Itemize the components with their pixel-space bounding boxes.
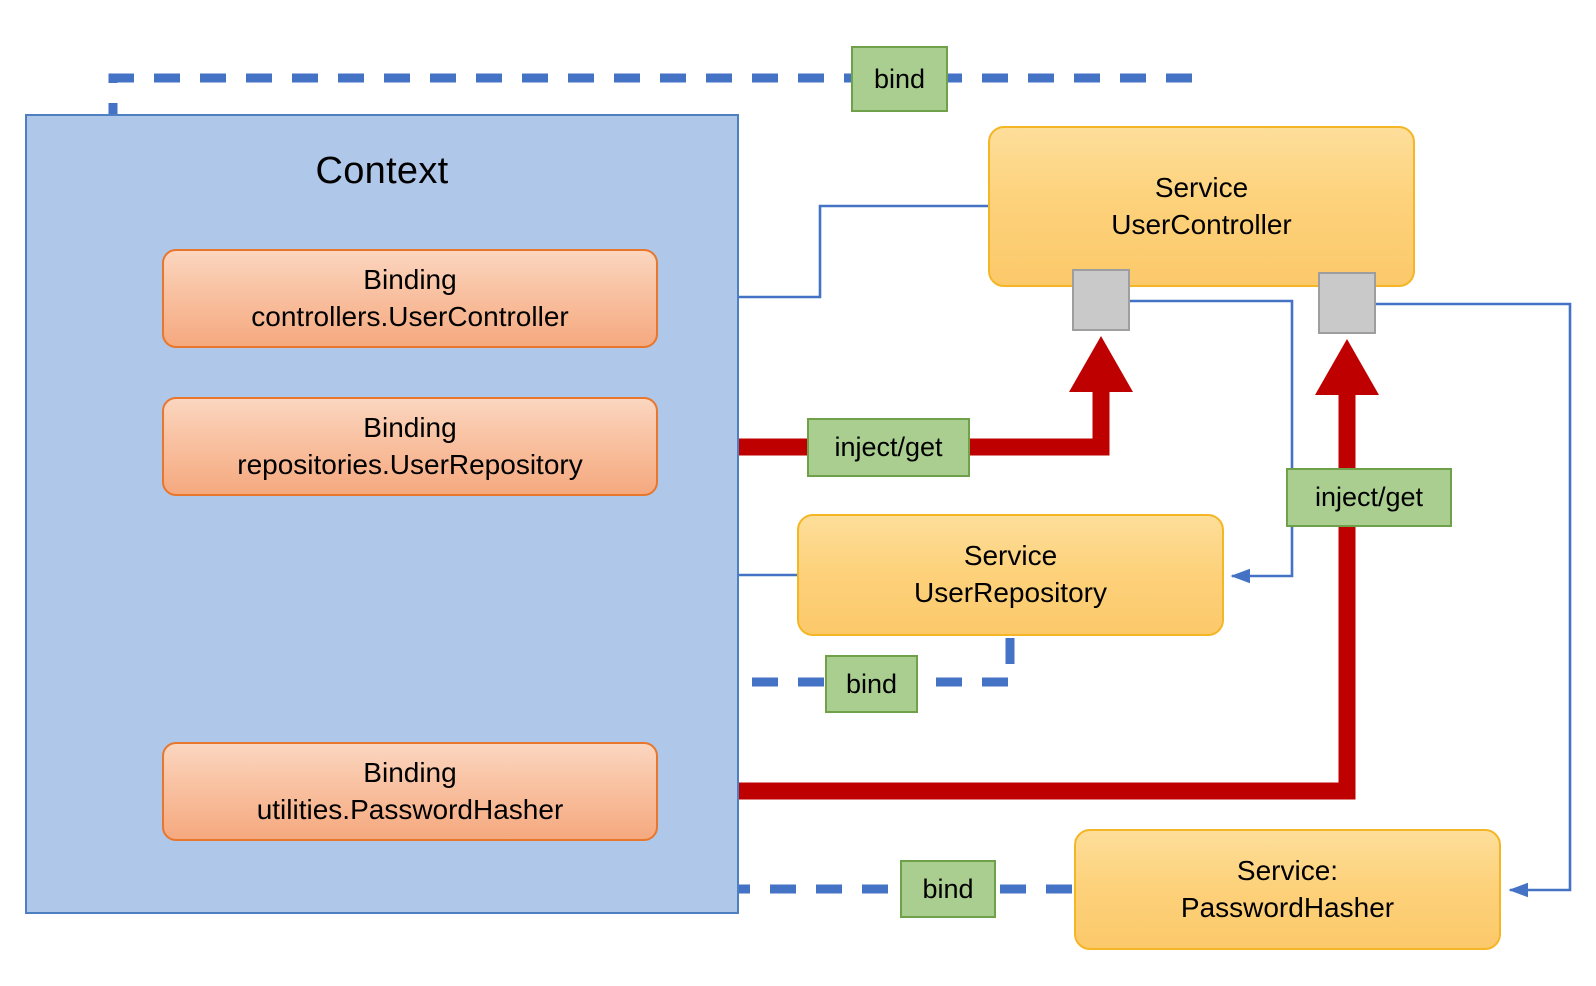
binding-name-label: controllers.UserController bbox=[251, 300, 569, 332]
edge-label-bind-bottom: bind bbox=[900, 860, 996, 918]
dependency-port-right[interactable] bbox=[1318, 272, 1376, 334]
edge-label-inject-get-right: inject/get bbox=[1286, 468, 1452, 527]
edge-label-inject-get-left: inject/get bbox=[807, 418, 970, 477]
context-title: Context bbox=[315, 150, 449, 192]
service-kind-label: Service: bbox=[1236, 854, 1339, 886]
edge-label-bind-middle: bind bbox=[825, 655, 918, 713]
binding-node-repositories-userrepository[interactable]: Binding repositories.UserRepository bbox=[162, 397, 658, 496]
binding-kind-label: Binding bbox=[363, 263, 457, 295]
service-kind-label: Service bbox=[963, 540, 1058, 572]
binding-node-controllers-usercontroller[interactable]: Binding controllers.UserController bbox=[162, 249, 658, 348]
service-node-userrepository[interactable]: Service UserRepository bbox=[797, 514, 1224, 636]
service-name-label: UserRepository bbox=[914, 577, 1107, 608]
edge-label-bind-top: bind bbox=[851, 46, 948, 112]
binding-kind-label: Binding bbox=[363, 756, 457, 788]
binding-kind-label: Binding bbox=[363, 411, 457, 443]
service-name-label: UserController bbox=[1111, 208, 1292, 240]
dependency-port-left[interactable] bbox=[1072, 269, 1130, 331]
connector-port-right-to-service-passwordhasher bbox=[1376, 302, 1572, 898]
service-name-label: PasswordHasher bbox=[1180, 891, 1395, 923]
binding-node-utilities-passwordhasher[interactable]: Binding utilities.PasswordHasher bbox=[162, 742, 658, 841]
service-kind-label: Service bbox=[1154, 171, 1249, 203]
service-node-usercontroller[interactable]: Service UserController bbox=[988, 126, 1415, 287]
service-node-passwordhasher[interactable]: Service: PasswordHasher bbox=[1074, 829, 1501, 950]
binding-name-label: repositories.UserRepository bbox=[237, 448, 583, 480]
binding-name-label: utilities.PasswordHasher bbox=[256, 793, 564, 825]
